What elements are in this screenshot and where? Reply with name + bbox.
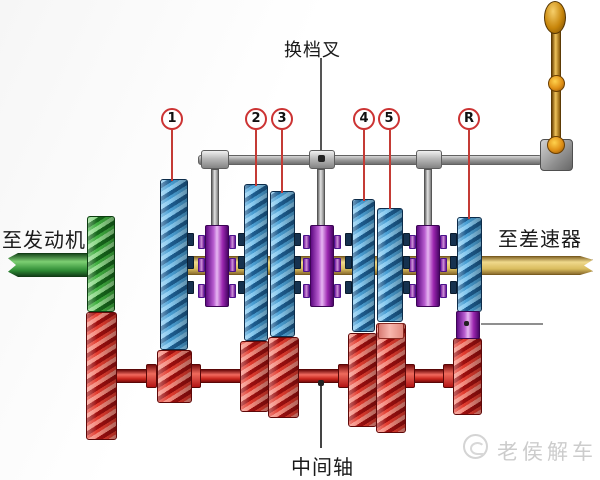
badge-gear-5: 5 (378, 108, 400, 130)
dog-teeth (294, 281, 301, 294)
speed-gear-5 (377, 208, 403, 322)
to-engine-label: 至发动机 (2, 228, 86, 252)
synchro-nub (229, 284, 236, 298)
dog-teeth (238, 233, 245, 246)
speed-gear-4 (352, 199, 375, 332)
to-differential-label: 至差速器 (498, 227, 582, 251)
rail-pivot-dot (318, 155, 325, 162)
dog-teeth (345, 233, 352, 246)
badge-gear-r: R (458, 108, 480, 130)
gear-shift-knob (544, 1, 566, 34)
leader-line-3 (281, 130, 283, 193)
synchro-nub (198, 284, 205, 298)
synchronizer-1-2 (205, 225, 229, 307)
lever-base-joint (547, 136, 565, 154)
leader-line-r (468, 130, 470, 219)
dog-teeth (238, 281, 245, 294)
synchro-nub (229, 235, 236, 249)
dog-teeth (294, 233, 301, 246)
synchro-nub (303, 284, 310, 298)
leader-line-4 (363, 130, 365, 201)
shift-fork-slider-1 (201, 150, 229, 169)
watermark-logo-icon (463, 434, 488, 459)
countershaft-leader-line (320, 386, 322, 448)
leader-line-2 (255, 130, 257, 186)
speed-gear-2 (244, 184, 268, 341)
badge-gear-4: 4 (353, 108, 375, 130)
leader-line-5 (389, 130, 391, 209)
dog-teeth (345, 281, 352, 294)
dog-teeth (238, 256, 245, 269)
shift-fork-rod-2 (317, 169, 325, 226)
synchro-nub (229, 258, 236, 272)
synchro-nub (198, 258, 205, 272)
input-shaft (8, 253, 102, 277)
counter-gear-5-hub (378, 323, 404, 339)
counter-drive-gear (86, 312, 117, 440)
dog-teeth (345, 256, 352, 269)
counter-gear-3 (268, 337, 299, 418)
countershaft-leader-dot (318, 380, 324, 386)
dog-teeth (450, 256, 457, 269)
badge-gear-3: 3 (271, 108, 293, 130)
synchronizer-5-r (416, 225, 440, 307)
input-gear (87, 216, 115, 312)
dog-teeth (187, 281, 194, 294)
shift-fork-slider-3 (416, 150, 442, 169)
counter-gear-5 (376, 323, 406, 433)
dog-teeth (403, 233, 410, 246)
synchro-nub (440, 284, 447, 298)
shift-rail (198, 155, 542, 165)
synchro-nub (409, 258, 416, 272)
dog-teeth (187, 256, 194, 269)
dog-teeth (294, 256, 301, 269)
synchro-nub (334, 284, 341, 298)
counter-gear-4 (348, 333, 377, 427)
synchro-nub (334, 258, 341, 272)
synchro-nub (303, 235, 310, 249)
lever-ball-joint (548, 75, 565, 92)
synchro-nub (440, 258, 447, 272)
countershaft-collar (146, 364, 157, 388)
shift-fork-rod-1 (211, 169, 219, 226)
speed-gear-1 (160, 179, 188, 350)
synchro-nub (409, 284, 416, 298)
synchro-nub (334, 235, 341, 249)
synchro-nub (198, 235, 205, 249)
synchro-nub (303, 258, 310, 272)
reverse-gear (457, 217, 482, 312)
watermark-text: 老侯解车 (497, 440, 597, 464)
callout-dot (464, 321, 469, 326)
synchro-nub (409, 235, 416, 249)
dog-teeth (403, 256, 410, 269)
synchro-nub (440, 235, 447, 249)
shift-fork-leader-line (320, 58, 322, 156)
dog-teeth (187, 233, 194, 246)
counter-gear-reverse (453, 338, 482, 415)
shift-fork-label: 换档叉 (284, 40, 341, 61)
dog-teeth (403, 281, 410, 294)
leader-line-1 (171, 130, 173, 181)
synchronizer-3-4 (310, 225, 334, 307)
counter-gear-1 (157, 350, 192, 403)
dog-teeth (450, 233, 457, 246)
countershaft-label: 中间轴 (291, 455, 354, 479)
reverse-callout-line (481, 323, 543, 325)
dog-teeth (450, 281, 457, 294)
badge-gear-1: 1 (161, 108, 183, 130)
counter-gear-2 (240, 341, 269, 412)
shift-fork-rod-3 (424, 169, 432, 226)
badge-gear-2: 2 (245, 108, 267, 130)
speed-gear-3 (270, 191, 295, 337)
